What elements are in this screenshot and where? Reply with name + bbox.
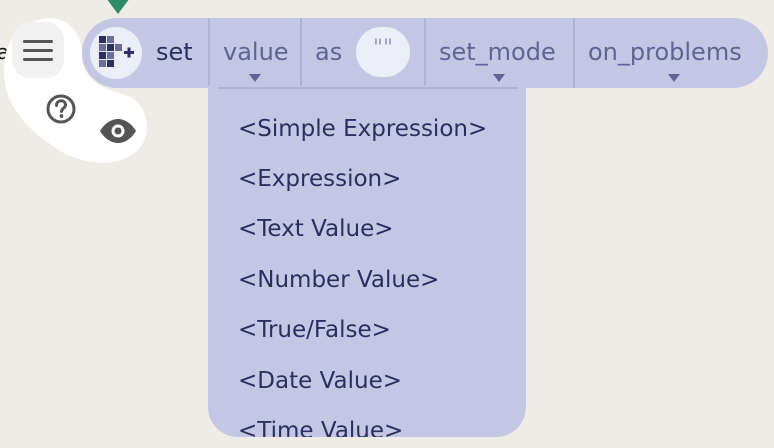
value-slot[interactable]: value	[223, 38, 289, 66]
dropdown-item-date-value[interactable]: <Date Value>	[238, 368, 402, 394]
dropdown-item-time-value[interactable]: <Time Value>	[238, 418, 404, 437]
grid-plus-icon	[99, 36, 134, 67]
block-keyword-set: set	[156, 38, 193, 66]
slot-divider	[573, 18, 575, 88]
eye-icon[interactable]	[99, 118, 137, 144]
dropdown-item-number-value[interactable]: <Number Value>	[238, 267, 440, 293]
set-mode-caret-icon[interactable]	[493, 74, 505, 82]
slot-divider	[208, 18, 210, 88]
on-problems-slot[interactable]: on_problems	[588, 38, 742, 66]
dropdown-separator	[218, 87, 518, 89]
block-menu-button[interactable]	[90, 27, 142, 79]
slot-divider	[424, 18, 426, 88]
set-mode-slot[interactable]: set_mode	[439, 38, 556, 66]
dropdown-item-text-value[interactable]: <Text Value>	[238, 216, 394, 242]
help-icon[interactable]	[45, 93, 77, 125]
dropdown-item-true-false[interactable]: <True/False>	[238, 317, 391, 343]
value-slot-caret-icon[interactable]	[249, 74, 261, 82]
on-problems-caret-icon[interactable]	[668, 74, 680, 82]
clipped-edge-text: a	[0, 40, 10, 64]
hamburger-menu-button[interactable]	[12, 22, 64, 78]
dropdown-item-expression[interactable]: <Expression>	[238, 166, 402, 192]
string-literal-pill[interactable]: ""	[356, 27, 410, 77]
hamburger-icon	[23, 39, 53, 43]
connection-marker-icon	[107, 0, 129, 14]
dropdown-item-simple-expression[interactable]: <Simple Expression>	[238, 116, 488, 142]
value-dropdown-menu: <Simple Expression> <Expression> <Text V…	[208, 86, 526, 437]
slot-divider	[300, 18, 302, 88]
as-label: as	[315, 38, 343, 66]
